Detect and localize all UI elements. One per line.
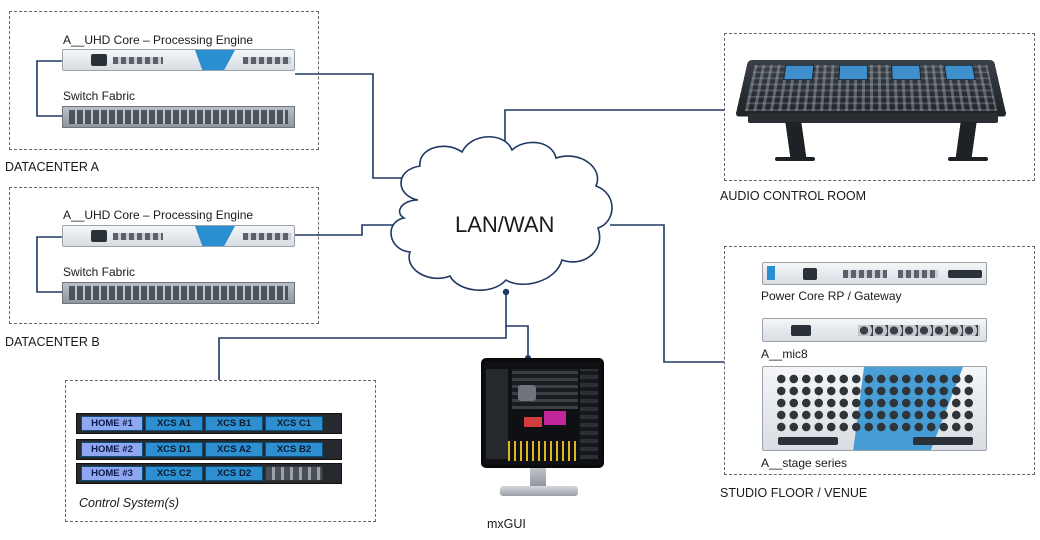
datacenter-b-core-label: A__UHD Core – Processing Engine [63,208,254,222]
audio-control-room-box [724,33,1035,181]
server-cell: XCS B1 [205,416,263,431]
studio-floor-box [724,246,1035,475]
studio-device-label-3: A__stage series [761,456,848,470]
server-cell: XCS C1 [265,416,323,431]
datacenter-a-label: DATACENTER A [5,160,99,174]
studio-device-label-1: Power Core RP / Gateway [761,289,902,303]
datacenter-a-switch-unit [62,106,295,128]
control-system-box [65,380,376,522]
server-cell: XCS A2 [205,442,263,457]
stage-series-unit [762,366,987,451]
server-cell: XCS A1 [145,416,203,431]
control-server-2: HOME #2 XCS D1 XCS A2 XCS B2 [76,439,342,460]
studio-floor-label: STUDIO FLOOR / VENUE [720,486,868,500]
power-core-gateway-unit [762,262,987,285]
datacenter-b-switch-unit [62,282,295,304]
server-cell: XCS C2 [145,466,203,481]
server-cell: XCS B2 [265,442,323,457]
audio-control-room-label: AUDIO CONTROL ROOM [720,189,867,203]
server-cell: XCS D2 [205,466,263,481]
mic8-unit [762,318,987,342]
mxgui-label: mxGUI [487,517,526,531]
studio-device-label-2: A__mic8 [761,347,808,361]
network-label: LAN/WAN [455,212,555,237]
control-server-3: HOME #3 XCS C2 XCS D2 [76,463,342,484]
datacenter-a-core-label: A__UHD Core – Processing Engine [63,33,254,47]
datacenter-a-switch-label: Switch Fabric [63,89,136,103]
datacenter-a-box [9,11,319,150]
control-server-1: HOME #1 XCS A1 XCS B1 XCS C1 [76,413,342,434]
server-cell: HOME #2 [81,442,143,457]
datacenter-a-core-unit [62,49,295,71]
cloud-shape [390,136,613,291]
datacenter-b-switch-label: Switch Fabric [63,265,136,279]
datacenter-b-core-unit [62,225,295,247]
server-ports [265,466,323,481]
server-cell: HOME #1 [81,416,143,431]
control-system-label: Control System(s) [79,496,180,510]
datacenter-b-label: DATACENTER B [5,335,100,349]
datacenter-b-box [9,187,319,324]
server-cell: HOME #3 [81,466,143,481]
server-cell: XCS D1 [145,442,203,457]
